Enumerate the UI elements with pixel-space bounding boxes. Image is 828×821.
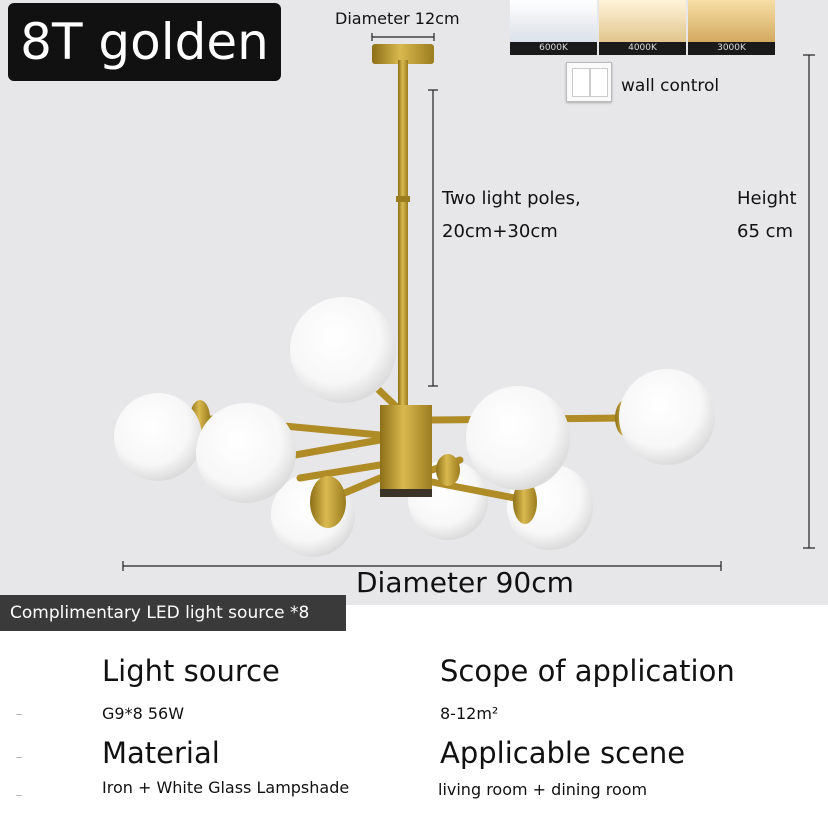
light-source-value: G9*8 56W (102, 704, 185, 723)
swatch-4000k: 4000K (599, 0, 686, 55)
material-heading: Material (102, 736, 220, 770)
swatch-label: 6000K (510, 42, 597, 55)
overall-diameter-label: Diameter 90cm (356, 566, 574, 599)
swatch-6000k: 6000K (510, 0, 597, 55)
globe (114, 393, 202, 481)
light-pole (398, 60, 408, 405)
scene-heading: Applicable scene (440, 736, 686, 770)
material-value: Iron + White Glass Lampshade (102, 778, 350, 797)
bullet-dash (16, 795, 22, 796)
light-poles-label-line2: 20cm+30cm (442, 221, 558, 242)
chandelier-illustration (114, 33, 815, 571)
measurement-lines (122, 33, 815, 571)
wall-switch-icon (566, 62, 612, 102)
scope-value: 8-12m² (440, 704, 499, 723)
product-title-badge: 8T golden (8, 3, 281, 81)
canopy-diameter-label: Diameter 12cm (335, 9, 460, 28)
product-photo: 8T golden Diameter 12cm 6000K 4000K 3000… (0, 0, 828, 605)
globe (466, 386, 570, 490)
globe (619, 369, 715, 465)
free-light-source-banner: Complimentary LED light source *8 (0, 595, 346, 631)
height-label: Height (737, 188, 797, 209)
globe (196, 403, 296, 503)
light-poles-label-line1: Two light poles, (442, 188, 581, 209)
swatch-label: 4000K (599, 42, 686, 55)
scene-value: living room + dining room (438, 780, 648, 799)
central-body (380, 405, 432, 495)
bullet-dash (16, 757, 22, 758)
globe (290, 297, 396, 403)
swatch-3000k: 3000K (688, 0, 775, 55)
light-source-heading: Light source (102, 654, 280, 688)
wall-control-label: wall control (621, 76, 720, 96)
swatch-label: 3000K (688, 42, 775, 55)
height-value: 65 cm (737, 221, 794, 242)
scope-heading: Scope of application (440, 654, 735, 688)
bullet-dash (16, 714, 22, 715)
